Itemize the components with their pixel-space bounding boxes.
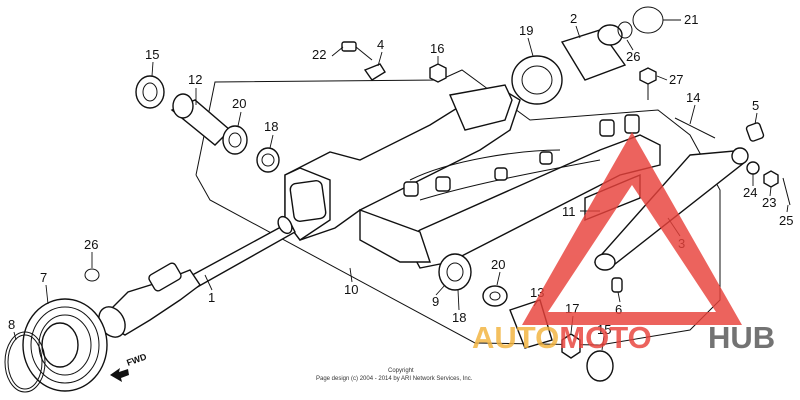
callout-23: 23: [762, 195, 776, 210]
clamp-26a: [617, 21, 633, 39]
callout-6: 6: [615, 302, 622, 317]
nut-23: [763, 170, 779, 188]
watermark-auto: AUTO: [472, 320, 559, 355]
callout-1: 1: [208, 290, 215, 305]
callout-12: 12: [188, 72, 202, 87]
nut-17: [561, 333, 581, 359]
callout-15b: 15: [597, 322, 611, 337]
boot-19: [511, 55, 563, 105]
pin-6: [611, 277, 623, 293]
callout-27: 27: [669, 72, 683, 87]
clip-26b: [84, 268, 100, 282]
pivot-bolt-12: [170, 93, 232, 146]
forward-indicator: FWD: [110, 351, 148, 382]
automotohub-watermark: AUTOMOTO HUB: [472, 132, 775, 355]
callout-18b: 18: [452, 310, 466, 325]
o-ring-large: [4, 331, 46, 393]
pin-25: [782, 177, 791, 206]
bolt-14: [674, 117, 716, 139]
callout-2: 2: [570, 11, 577, 26]
oil-seal-15: [135, 75, 165, 109]
callout-26b: 26: [84, 237, 98, 252]
bush-9: [438, 253, 472, 291]
bearing-20a: [222, 125, 248, 155]
bearing-20b: [482, 285, 508, 307]
plate-4: [363, 63, 386, 81]
callout-16: 16: [430, 41, 444, 56]
callout-15a: 15: [145, 47, 159, 62]
bolt-22: [341, 41, 373, 61]
watermark-word-hub: HUB: [708, 320, 775, 355]
drive-shaft: [98, 215, 296, 338]
callout-7: 7: [40, 270, 47, 285]
callout-20a: 20: [232, 96, 246, 111]
cap-15b: [586, 350, 614, 382]
watermark-word-automoto: AUTOMOTO: [472, 320, 652, 355]
callout-5: 5: [752, 98, 759, 113]
callout-25: 25: [779, 213, 793, 228]
callout-18a: 18: [264, 119, 278, 134]
washer-24: [746, 161, 760, 175]
callout-21: 21: [684, 12, 698, 27]
collar-5: [745, 122, 765, 142]
callout-14: 14: [686, 90, 700, 105]
callout-26a: 26: [626, 49, 640, 64]
callout-22: 22: [312, 47, 326, 62]
swingarm-body: [284, 84, 661, 269]
final-drive-gear: [22, 298, 108, 392]
nut-16: [429, 63, 447, 83]
forward-label: FWD: [125, 351, 148, 368]
bolt-27: [639, 67, 657, 100]
callout-10: 10: [344, 282, 358, 297]
callout-9: 9: [432, 294, 439, 309]
watermark-moto: MOTO: [559, 320, 651, 355]
copyright-line2: Page design (c) 2004 - 2014 by ARI Netwo…: [316, 376, 473, 382]
warning-triangle-icon: [522, 132, 742, 325]
callout-19: 19: [519, 23, 533, 38]
bearing-18a: [256, 147, 280, 173]
callout-8: 8: [8, 317, 15, 332]
callout-11: 11: [562, 204, 576, 219]
callout-20b: 20: [491, 257, 505, 272]
callout-4: 4: [377, 37, 384, 52]
boot-2: [560, 24, 627, 81]
band-21: [632, 6, 664, 34]
callout-24: 24: [743, 185, 757, 200]
copyright-line1: Copyright: [388, 368, 414, 374]
forward-arrow-icon: [110, 368, 129, 382]
